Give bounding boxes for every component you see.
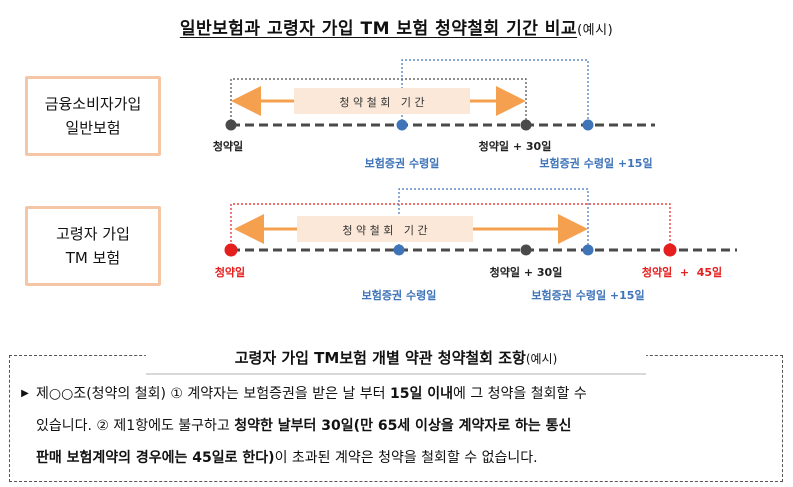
clause-title-main: 고령자 가입 TM보험 개별 약관 청약철회 조항	[234, 349, 526, 367]
clause-p1-tail: 에 그 청약을 철회할 수	[453, 386, 587, 402]
label-start: 청약일	[213, 139, 243, 153]
general-insurance-box: 금융소비자가입 일반보험	[25, 76, 161, 156]
clause-line-2: 있습니다. ② 제1항에도 불구하고 청약한 날부터 30일(만 65세 이상을…	[14, 410, 774, 442]
label-policy-received: 보험증권 수령일	[362, 288, 437, 302]
band-label: 청 약 철 회 기 간	[342, 223, 427, 237]
point-plus30	[520, 119, 532, 131]
point-policy-received	[393, 244, 405, 256]
point-plus15	[582, 119, 594, 131]
withdrawal-band	[297, 216, 473, 242]
clause-p2: 있습니다. ② 제1항에도 불구하고	[36, 418, 235, 434]
clause-p2-bold: 청약한 날부터 30일(만 65세 이상을 계약자로 하는 통신	[234, 418, 572, 434]
point-start	[225, 119, 237, 131]
clause-line-1: ▶ 제○○조(청약의 철회) ① 계약자는 보험증권을 받은 날 부터 15일 이…	[14, 378, 774, 410]
band-label: 청 약 철 회 기 간	[339, 95, 424, 109]
point-start	[224, 243, 238, 257]
timeline-elderly: 청 약 철 회 기 간 청약일 보험증권 수령일 청약일 + 30일 보험증권 …	[215, 188, 737, 302]
clause-p3: 이 초과된 계약은 청약을 철회할 수 없습니다.	[274, 450, 538, 466]
label-plus15: 보험증권 수령일 +15일	[539, 156, 652, 170]
elderly-box-line2: TM 보험	[65, 249, 121, 267]
point-plus30	[520, 244, 532, 256]
bracket-start-plus30	[230, 78, 527, 125]
label-start: 청약일	[215, 265, 245, 279]
clause-title-suffix: (예시)	[525, 352, 558, 366]
title-main: 일반보험과 고령자 가입 TM 보험 청약철회 기간 비교	[179, 19, 578, 39]
point-plus15	[582, 244, 594, 256]
bullet-icon: ▶	[21, 388, 29, 399]
label-plus30: 청약일 + 30일	[479, 139, 552, 153]
title-suffix: (예시)	[577, 23, 614, 38]
page-title: 일반보험과 고령자 가입 TM 보험 청약철회 기간 비교(예시)	[0, 14, 793, 39]
point-policy-received	[396, 119, 408, 131]
point-plus45	[663, 243, 677, 257]
elderly-tm-box: 고령자 가입 TM 보험	[25, 206, 161, 286]
general-box-line2: 일반보험	[65, 119, 121, 137]
clause-p1-bold: 15일 이내	[390, 386, 453, 402]
withdrawal-band	[294, 88, 470, 114]
label-policy-received: 보험증권 수령일	[365, 156, 440, 170]
bracket-policy-plus15	[398, 188, 589, 250]
clause-p3-bold: 판매 보험계약의 경우에는 45일로 한다)	[36, 450, 275, 466]
timeline-diagram: 청 약 철 회 기 간 청약일 보험증권 수령일 청약일 + 30일 보험증권 …	[213, 59, 737, 302]
clause-p1: 제○○조(청약의 철회) ① 계약자는 보험증권을 받은 날 부터	[36, 386, 390, 402]
general-box-line1: 금융소비자가입	[44, 95, 142, 113]
timeline-general: 청 약 철 회 기 간 청약일 보험증권 수령일 청약일 + 30일 보험증권 …	[213, 59, 655, 170]
clause-line-3: 판매 보험계약의 경우에는 45일로 한다)이 초과된 계약은 청약을 철회할 …	[14, 442, 774, 474]
elderly-box-line1: 고령자 가입	[56, 225, 130, 243]
label-plus15: 보험증권 수령일 +15일	[531, 288, 644, 302]
label-plus30: 청약일 + 30일	[490, 265, 563, 279]
bracket-start-plus45	[230, 203, 671, 250]
clause-title: 고령자 가입 TM보험 개별 약관 청약철회 조항(예시)	[146, 343, 646, 375]
clause-text: ▶ 제○○조(청약의 철회) ① 계약자는 보험증권을 받은 날 부터 15일 이…	[14, 378, 774, 474]
label-plus45: 청약일 + 45일	[642, 265, 722, 279]
